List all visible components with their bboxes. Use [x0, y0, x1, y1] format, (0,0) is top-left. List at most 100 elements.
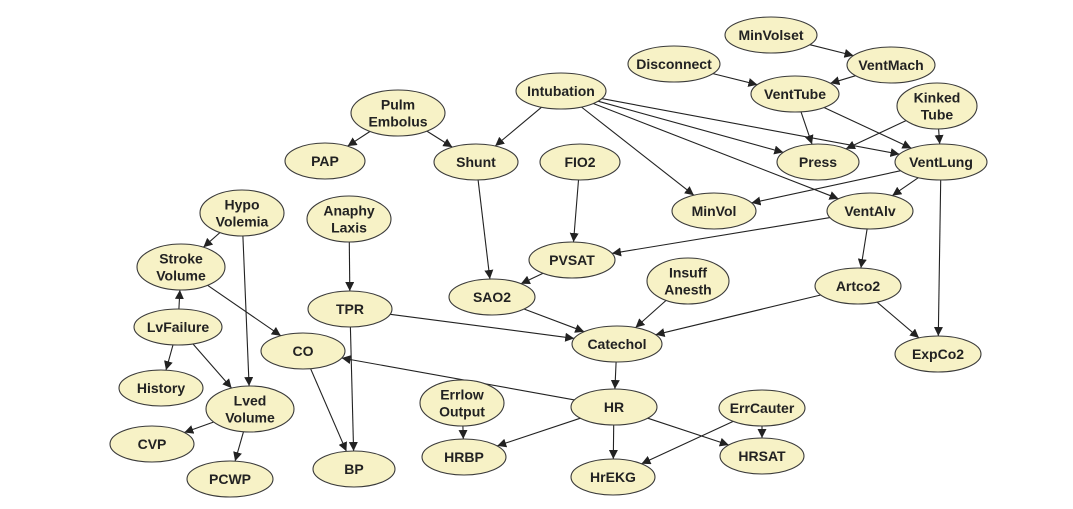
node-shape — [109, 425, 195, 463]
node-exp-co2: ExpCo2 — [894, 335, 982, 373]
node-shape — [570, 388, 658, 426]
node-shape — [776, 143, 860, 181]
node-label: Errlow — [440, 387, 484, 403]
node-shape — [724, 16, 818, 54]
edge-vent-alv-to-pvsat — [611, 217, 831, 257]
node-label: Shunt — [456, 154, 496, 170]
edge-insuff-anesth-to-catechol — [635, 299, 667, 329]
edge-hypo-volemia-to-stroke-volume — [203, 232, 221, 248]
edge-lv-failure-to-lved-volume — [192, 343, 233, 389]
node-label: History — [137, 380, 185, 396]
node-shape — [539, 143, 621, 181]
edge-anaphy-laxis-to-tpr — [345, 241, 355, 292]
node-label: PAP — [311, 153, 339, 169]
node-pvsat: PVSAT — [528, 241, 616, 279]
edge-pvsat-to-sao2 — [520, 272, 544, 285]
node-sao2: SAO2 — [448, 278, 536, 316]
node-cvp: CVP — [109, 425, 195, 463]
node-label: PCWP — [209, 471, 251, 487]
node-label: Volemia — [216, 214, 269, 230]
node-label: Anaphy — [323, 203, 375, 219]
edge-vent-lung-to-exp-co2 — [933, 179, 943, 337]
node-lv-failure: LvFailure — [133, 308, 223, 346]
node-shape — [627, 45, 721, 83]
node-label: LvFailure — [147, 319, 209, 335]
node-shape — [421, 438, 507, 476]
edge-vent-alv-to-artco2 — [857, 228, 868, 269]
node-shape — [814, 267, 902, 305]
node-label: Embolus — [368, 114, 427, 130]
node-label: CVP — [138, 436, 167, 452]
edge-stroke-volume-to-co — [207, 284, 282, 337]
node-label: ErrCauter — [730, 400, 795, 416]
edge-kinked-tube-to-vent-lung — [934, 128, 944, 145]
node-label: Lved — [234, 393, 267, 409]
edge-artco2-to-catechol — [655, 294, 821, 337]
node-label: Press — [799, 154, 837, 170]
node-vent-lung: VentLung — [894, 143, 988, 181]
edge-tpr-to-bp — [348, 326, 358, 452]
edge-intubation-to-min-vol — [581, 106, 695, 196]
edge-pulm-embolus-to-pap — [347, 131, 371, 147]
node-shape — [528, 241, 616, 279]
node-label: Hypo — [225, 197, 260, 213]
node-label: VentMach — [858, 57, 923, 73]
node-shape — [719, 437, 805, 475]
node-label: HRSAT — [738, 448, 786, 464]
node-pcwp: PCWP — [186, 460, 274, 498]
node-co: CO — [260, 332, 346, 370]
edge-hr-to-co — [341, 355, 575, 401]
edge-co-to-bp — [310, 368, 347, 452]
edge-kinked-tube-to-press — [845, 120, 907, 150]
node-shape — [284, 142, 366, 180]
node-shape — [307, 290, 393, 328]
edge-vent-lung-to-vent-alv — [891, 177, 919, 197]
node-shape — [896, 82, 978, 130]
node-vent-mach: VentMach — [846, 46, 936, 84]
node-label: MinVolset — [738, 27, 803, 43]
node-artco2: Artco2 — [814, 267, 902, 305]
node-hrbp: HRBP — [421, 438, 507, 476]
node-hr-ekg: HrEKG — [570, 458, 656, 496]
node-label: HRBP — [444, 449, 484, 465]
node-label: Insuff — [669, 265, 707, 281]
node-shape — [433, 143, 519, 181]
edge-disconnect-to-vent-tube — [712, 73, 758, 87]
node-shape — [894, 143, 988, 181]
edge-vent-tube-to-press — [800, 111, 814, 145]
node-label: Output — [439, 404, 485, 420]
node-shape — [419, 379, 505, 427]
node-label: Volume — [225, 410, 275, 426]
edge-hypo-volemia-to-lved-volume — [242, 235, 254, 387]
edge-intubation-to-press — [597, 100, 784, 155]
node-tpr: TPR — [307, 290, 393, 328]
node-shape — [570, 458, 656, 496]
node-shape — [205, 385, 295, 433]
node-catechol: Catechol — [571, 325, 663, 363]
node-intubation: Intubation — [515, 72, 607, 110]
edge-sao2-to-catechol — [523, 308, 585, 333]
node-label: TPR — [336, 301, 364, 317]
edge-pulm-embolus-to-shunt — [426, 130, 453, 148]
node-shape — [826, 192, 914, 230]
node-hr: HR — [570, 388, 658, 426]
edge-lv-failure-to-stroke-volume — [174, 289, 184, 310]
edge-tpr-to-catechol — [390, 313, 575, 342]
node-vent-tube: VentTube — [750, 75, 840, 113]
node-shape — [571, 325, 663, 363]
node-label: HR — [604, 399, 624, 415]
edge-intubation-to-vent-alv — [593, 102, 839, 200]
node-label: Stroke — [159, 251, 203, 267]
node-pap: PAP — [284, 142, 366, 180]
edge-min-volset-to-vent-mach — [809, 44, 854, 58]
node-shape — [646, 257, 730, 305]
node-label: CO — [293, 343, 314, 359]
node-label: VentTube — [764, 86, 826, 102]
node-label: Laxis — [331, 220, 367, 236]
node-shape — [136, 243, 226, 291]
